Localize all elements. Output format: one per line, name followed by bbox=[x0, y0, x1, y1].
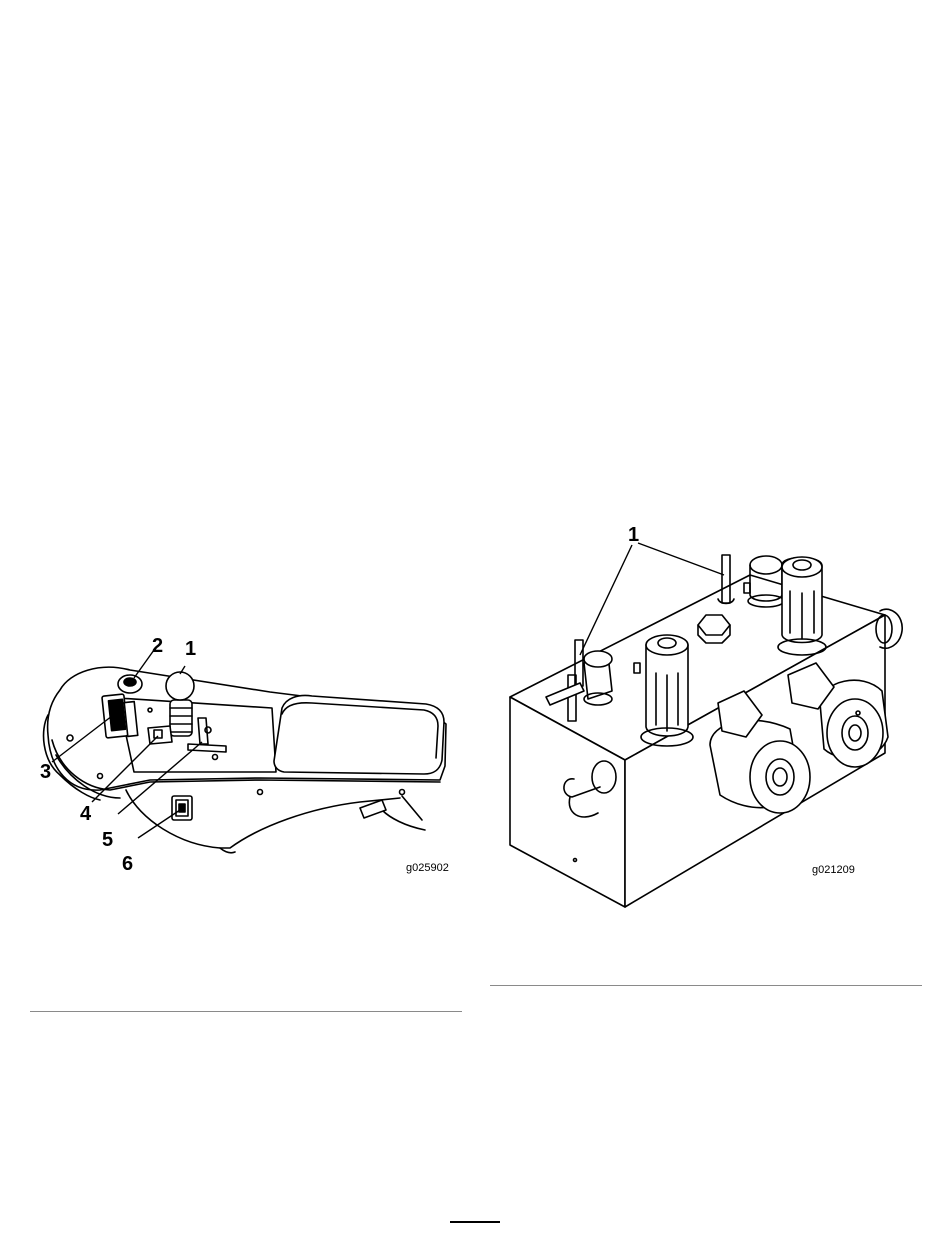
divider-left bbox=[30, 1011, 462, 1012]
callout-4: 4 bbox=[80, 803, 92, 825]
callout-3: 3 bbox=[40, 761, 51, 783]
callout-1: 1 bbox=[628, 524, 639, 546]
console-illustration: 1 2 3 4 5 6 g025902 bbox=[30, 620, 470, 880]
figure-id-left: g025902 bbox=[406, 862, 449, 874]
divider-right bbox=[490, 985, 922, 986]
page-footer-line bbox=[450, 1221, 500, 1223]
callout-2: 2 bbox=[152, 635, 163, 657]
figure-id-right: g021209 bbox=[812, 864, 855, 876]
callout-1: 1 bbox=[185, 638, 196, 660]
figure-right-manifold: 1 g021209 bbox=[500, 515, 920, 915]
callout-5: 5 bbox=[102, 829, 113, 851]
callout-6: 6 bbox=[122, 853, 133, 875]
manifold-illustration: 1 g021209 bbox=[500, 515, 920, 915]
figure-left-console: 1 2 3 4 5 6 g025902 bbox=[30, 620, 470, 880]
